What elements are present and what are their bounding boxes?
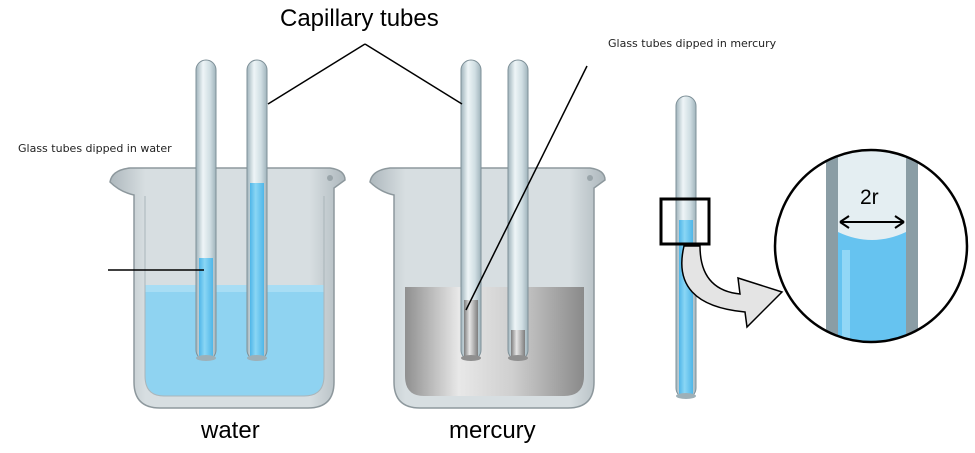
zoom-arrow	[681, 245, 784, 329]
mercury-label: mercury	[449, 417, 536, 444]
glass-mercury-label: Glass tubes dipped in mercury	[608, 37, 777, 50]
leader-capillary-right	[364, 43, 463, 105]
mercury-tube-left	[460, 59, 482, 361]
mercury-beaker	[369, 167, 606, 409]
water-tube-left	[195, 59, 217, 361]
glass-water-label: Glass tubes dipped in water	[18, 142, 172, 155]
water-label: water	[201, 417, 260, 444]
magnified-view	[773, 148, 969, 344]
radius-label: 2r	[860, 186, 879, 209]
zoom-box	[659, 197, 711, 246]
water-beaker	[109, 167, 346, 409]
leader-mercury	[465, 65, 588, 311]
mercury-tube-right	[507, 59, 529, 361]
capillary-tubes-label: Capillary tubes	[280, 5, 439, 32]
water-tube-right	[246, 59, 268, 361]
leader-capillary-left	[267, 43, 366, 105]
